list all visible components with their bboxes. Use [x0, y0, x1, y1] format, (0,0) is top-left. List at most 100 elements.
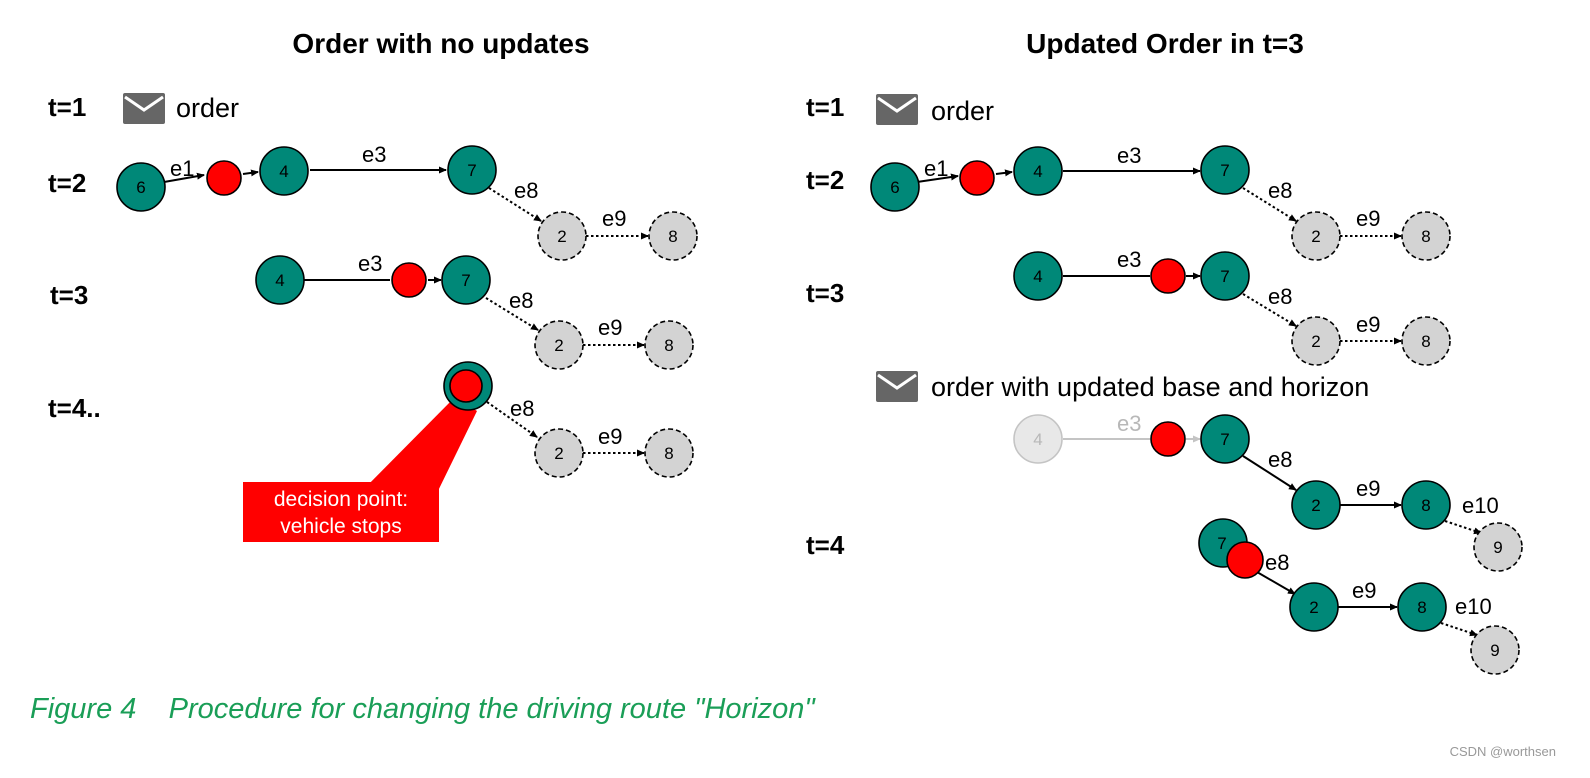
vehicle-position-marker: [1150, 258, 1186, 294]
node-4-label: 4: [279, 162, 288, 181]
edge-label-e8: e8: [1268, 178, 1292, 203]
node-8-label: 8: [1417, 598, 1426, 617]
edge-e8: [486, 401, 538, 438]
edge-e8: [488, 187, 542, 222]
left-t4-label: t=4..: [48, 393, 101, 423]
edge-label-e9: e9: [602, 206, 626, 231]
node-2-label: 2: [557, 227, 566, 246]
decision-point-callout: [243, 482, 439, 542]
node-2: [1289, 582, 1339, 632]
node-9: [1470, 625, 1520, 675]
node-4-label: 4: [275, 271, 284, 290]
envelope-icon: [874, 92, 920, 127]
node-8-label: 8: [1421, 227, 1430, 246]
edge-label-e3: e3: [358, 251, 382, 276]
callout-line-2: vehicle stops: [280, 515, 401, 538]
node-2-label: 2: [1311, 496, 1320, 515]
node-2-label: 2: [554, 336, 563, 355]
node-2: [1291, 211, 1341, 261]
left-t1-message: order: [176, 93, 239, 123]
left-t3-label: t=3: [50, 280, 88, 310]
vehicle-position-marker: [1226, 541, 1264, 579]
edge-label-e9: e9: [1356, 206, 1380, 231]
edge-e10: [1440, 622, 1478, 637]
edge-label-e9: e9: [1352, 578, 1376, 603]
edge-e8: [1242, 293, 1297, 327]
edge-e8: [1242, 187, 1297, 222]
node-7-label: 7: [461, 271, 470, 290]
edge-label-e8: e8: [509, 288, 533, 313]
edge-label-e1: e1: [924, 156, 948, 181]
node-2: [534, 428, 584, 478]
edge-label-e9: e9: [1356, 312, 1380, 337]
edge-label-e3-faded: e3: [1117, 411, 1141, 436]
right-t1-label: t=1: [806, 92, 844, 122]
edge-label-e3: e3: [362, 142, 386, 167]
node-7: [1200, 145, 1250, 195]
node-6: [116, 162, 166, 212]
edge-label-e8: e8: [1268, 284, 1292, 309]
edge-label-e9: e9: [1356, 476, 1380, 501]
node-4-label: 4: [1033, 430, 1042, 449]
edge-e1: [163, 172, 205, 183]
right-t1-message: order: [931, 96, 994, 126]
node-2: [1291, 316, 1341, 366]
node-8: [1401, 480, 1451, 530]
node-8-label: 8: [1421, 332, 1430, 351]
left-panel-title: Order with no updates: [292, 28, 589, 59]
right-panel: Updated Order in t=3 t=1 order t=2 6 4 7…: [806, 28, 1523, 675]
node-6: [870, 162, 920, 212]
node-8: [648, 211, 698, 261]
edge-label-e3: e3: [1117, 247, 1141, 272]
caption-text: Procedure for changing the driving route…: [168, 693, 815, 725]
node-2: [534, 320, 584, 370]
node-2-label: 2: [1309, 598, 1318, 617]
edge-label-e8: e8: [1268, 447, 1292, 472]
node-8-label: 8: [664, 444, 673, 463]
node-2: [1291, 480, 1341, 530]
node-7-label: 7: [1220, 267, 1229, 286]
node-2: [537, 211, 587, 261]
node-6-label: 6: [890, 178, 899, 197]
caption-figure-number: Figure 4: [30, 693, 137, 725]
edge-label-e8: e8: [514, 178, 538, 203]
right-panel-title: Updated Order in t=3: [1026, 28, 1304, 59]
figure-caption: Figure 4 Procedure for changing the driv…: [30, 693, 815, 726]
node-7-label: 7: [467, 161, 476, 180]
left-t2-label: t=2: [48, 168, 86, 198]
node-8: [644, 428, 694, 478]
edge-arrow: [242, 169, 259, 177]
node-4: [1013, 251, 1063, 301]
node-7: [1200, 251, 1250, 301]
node-8: [1397, 582, 1447, 632]
node-8-label: 8: [1421, 496, 1430, 515]
node-8-label: 8: [668, 227, 677, 246]
node-7: [447, 145, 497, 195]
vehicle-stopped-marker: [449, 369, 483, 403]
node-4: [255, 255, 305, 305]
node-4: [259, 146, 309, 196]
node-2-label: 2: [554, 444, 563, 463]
node-9-label: 9: [1490, 641, 1499, 660]
edge-label-e10: e10: [1455, 594, 1492, 619]
node-4-faded: [1013, 414, 1063, 464]
node-8: [1401, 316, 1451, 366]
node-4: [1013, 146, 1063, 196]
edge-label-e3: e3: [1117, 143, 1141, 168]
callout-pointer: [356, 397, 477, 497]
update-message: order with updated base and horizon: [931, 372, 1369, 402]
node-9: [1473, 522, 1523, 572]
right-t3-label: t=3: [806, 278, 844, 308]
right-t2-label: t=2: [806, 165, 844, 195]
edge-label-e9: e9: [598, 424, 622, 449]
envelope-icon: [121, 91, 167, 126]
node-4-label: 4: [1033, 267, 1042, 286]
edge-e8: [1256, 571, 1296, 595]
node-6-label: 6: [136, 178, 145, 197]
edge-e8: [1242, 455, 1297, 491]
right-t4-label: t=4: [806, 530, 845, 560]
node-7: [441, 255, 491, 305]
edge-e10: [1444, 520, 1482, 535]
edge-label-e8: e8: [510, 396, 534, 421]
